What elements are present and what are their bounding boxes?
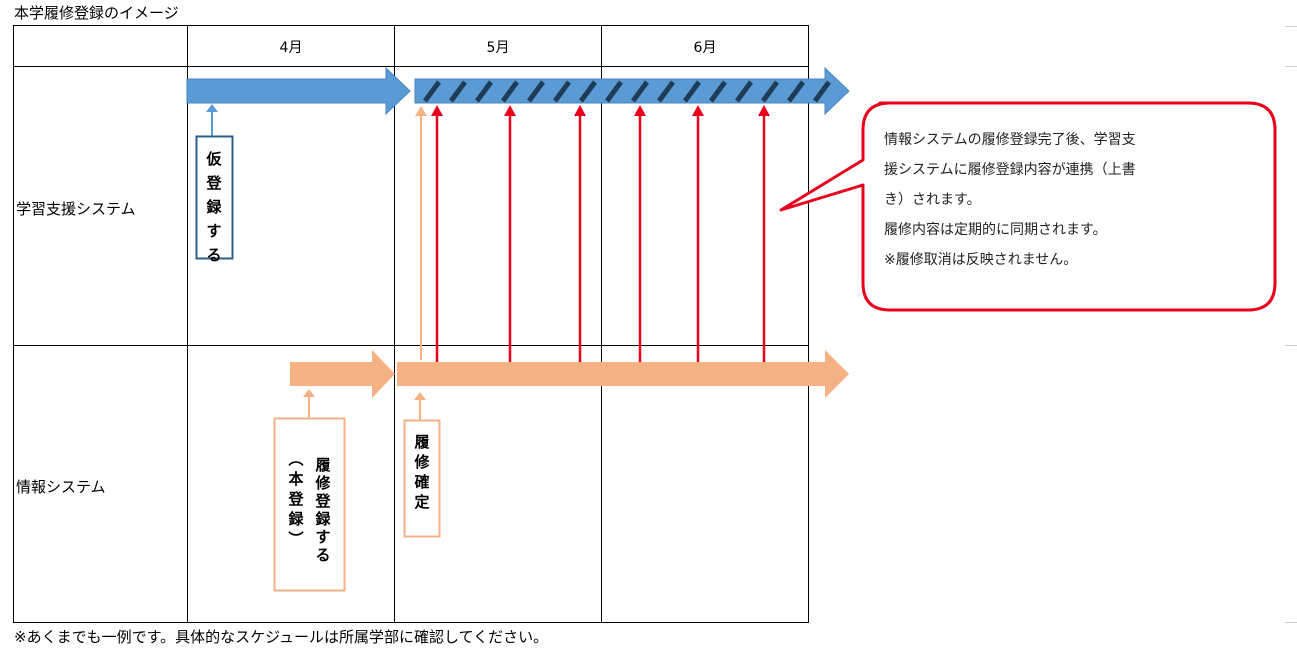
hon-box <box>273 417 346 592</box>
stripe <box>552 80 572 103</box>
callout-text: 情報システムの履修登録完了後、学習支援システムに履修登録内容が連携（上書き）され… <box>884 132 1136 268</box>
callout-line: ※履修取消は反映されません。 <box>884 252 1077 268</box>
stripe <box>682 80 702 103</box>
edge-tick <box>1285 66 1297 67</box>
row-label-gakushu: 学習支援システム <box>16 200 136 218</box>
edge-tick <box>1285 622 1297 623</box>
sync-stripes <box>422 80 832 103</box>
stripe <box>786 80 806 103</box>
kari-box <box>195 135 234 260</box>
stripe <box>474 80 494 103</box>
blue-arrow-sync <box>414 66 850 116</box>
red-arrow <box>504 105 516 362</box>
grid-table <box>13 25 809 623</box>
edge-tick <box>1285 26 1297 27</box>
orange-arrow-april <box>290 350 395 398</box>
row-label-johou: 情報システム <box>16 478 106 496</box>
hon-pointer-arrow <box>303 389 315 418</box>
stripe <box>656 80 676 103</box>
callout-bubble <box>779 101 1277 312</box>
kari-label: 仮登録する <box>205 150 222 264</box>
stripe <box>760 80 780 103</box>
edge-tick <box>1285 345 1297 346</box>
footnote: ※あくまでも一例です。具体的なスケジュールは所属学部に確認してください。 <box>14 628 549 646</box>
table-border <box>13 25 809 623</box>
stripe <box>630 80 650 103</box>
page-title: 本学履修登録のイメージ <box>14 4 179 22</box>
callout-line: 情報システムの履修登録完了後、学習支 <box>884 132 1136 148</box>
callout-line: き）されます。 <box>884 192 981 208</box>
stripe <box>578 80 598 103</box>
callout-line: 援システムに履修登録内容が連携（上書 <box>884 161 1136 178</box>
stripe <box>812 80 832 103</box>
red-arrow <box>431 105 443 362</box>
month-april: 4月 <box>280 40 303 56</box>
stripe <box>604 80 624 103</box>
red-sync-arrows <box>431 105 770 362</box>
stripe <box>526 80 546 103</box>
stripe <box>448 80 468 103</box>
blue-arrow-april <box>186 66 411 116</box>
kakutei-pointer-arrow <box>414 392 426 420</box>
callout-line: 履修内容は定期的に同期されます。 <box>884 221 1107 238</box>
hon-label-main: 履修登録する <box>314 456 331 564</box>
red-arrow <box>634 105 646 362</box>
month-may: 5月 <box>487 40 510 56</box>
kakutei-box <box>403 419 441 538</box>
hon-label-paren: ︵本登録︶ <box>287 450 304 548</box>
orange-arrow-main <box>397 350 849 398</box>
stripe <box>708 80 728 103</box>
month-june: 6月 <box>694 40 717 56</box>
stripe <box>422 80 442 103</box>
stripe <box>500 80 520 103</box>
first-sync-arrow <box>415 106 427 360</box>
red-arrow <box>574 105 586 362</box>
stripe <box>734 80 754 103</box>
kakutei-label: 履修確定 <box>413 433 430 511</box>
red-arrow <box>758 105 770 362</box>
red-arrow <box>692 105 704 362</box>
kari-pointer-arrow <box>206 104 218 136</box>
